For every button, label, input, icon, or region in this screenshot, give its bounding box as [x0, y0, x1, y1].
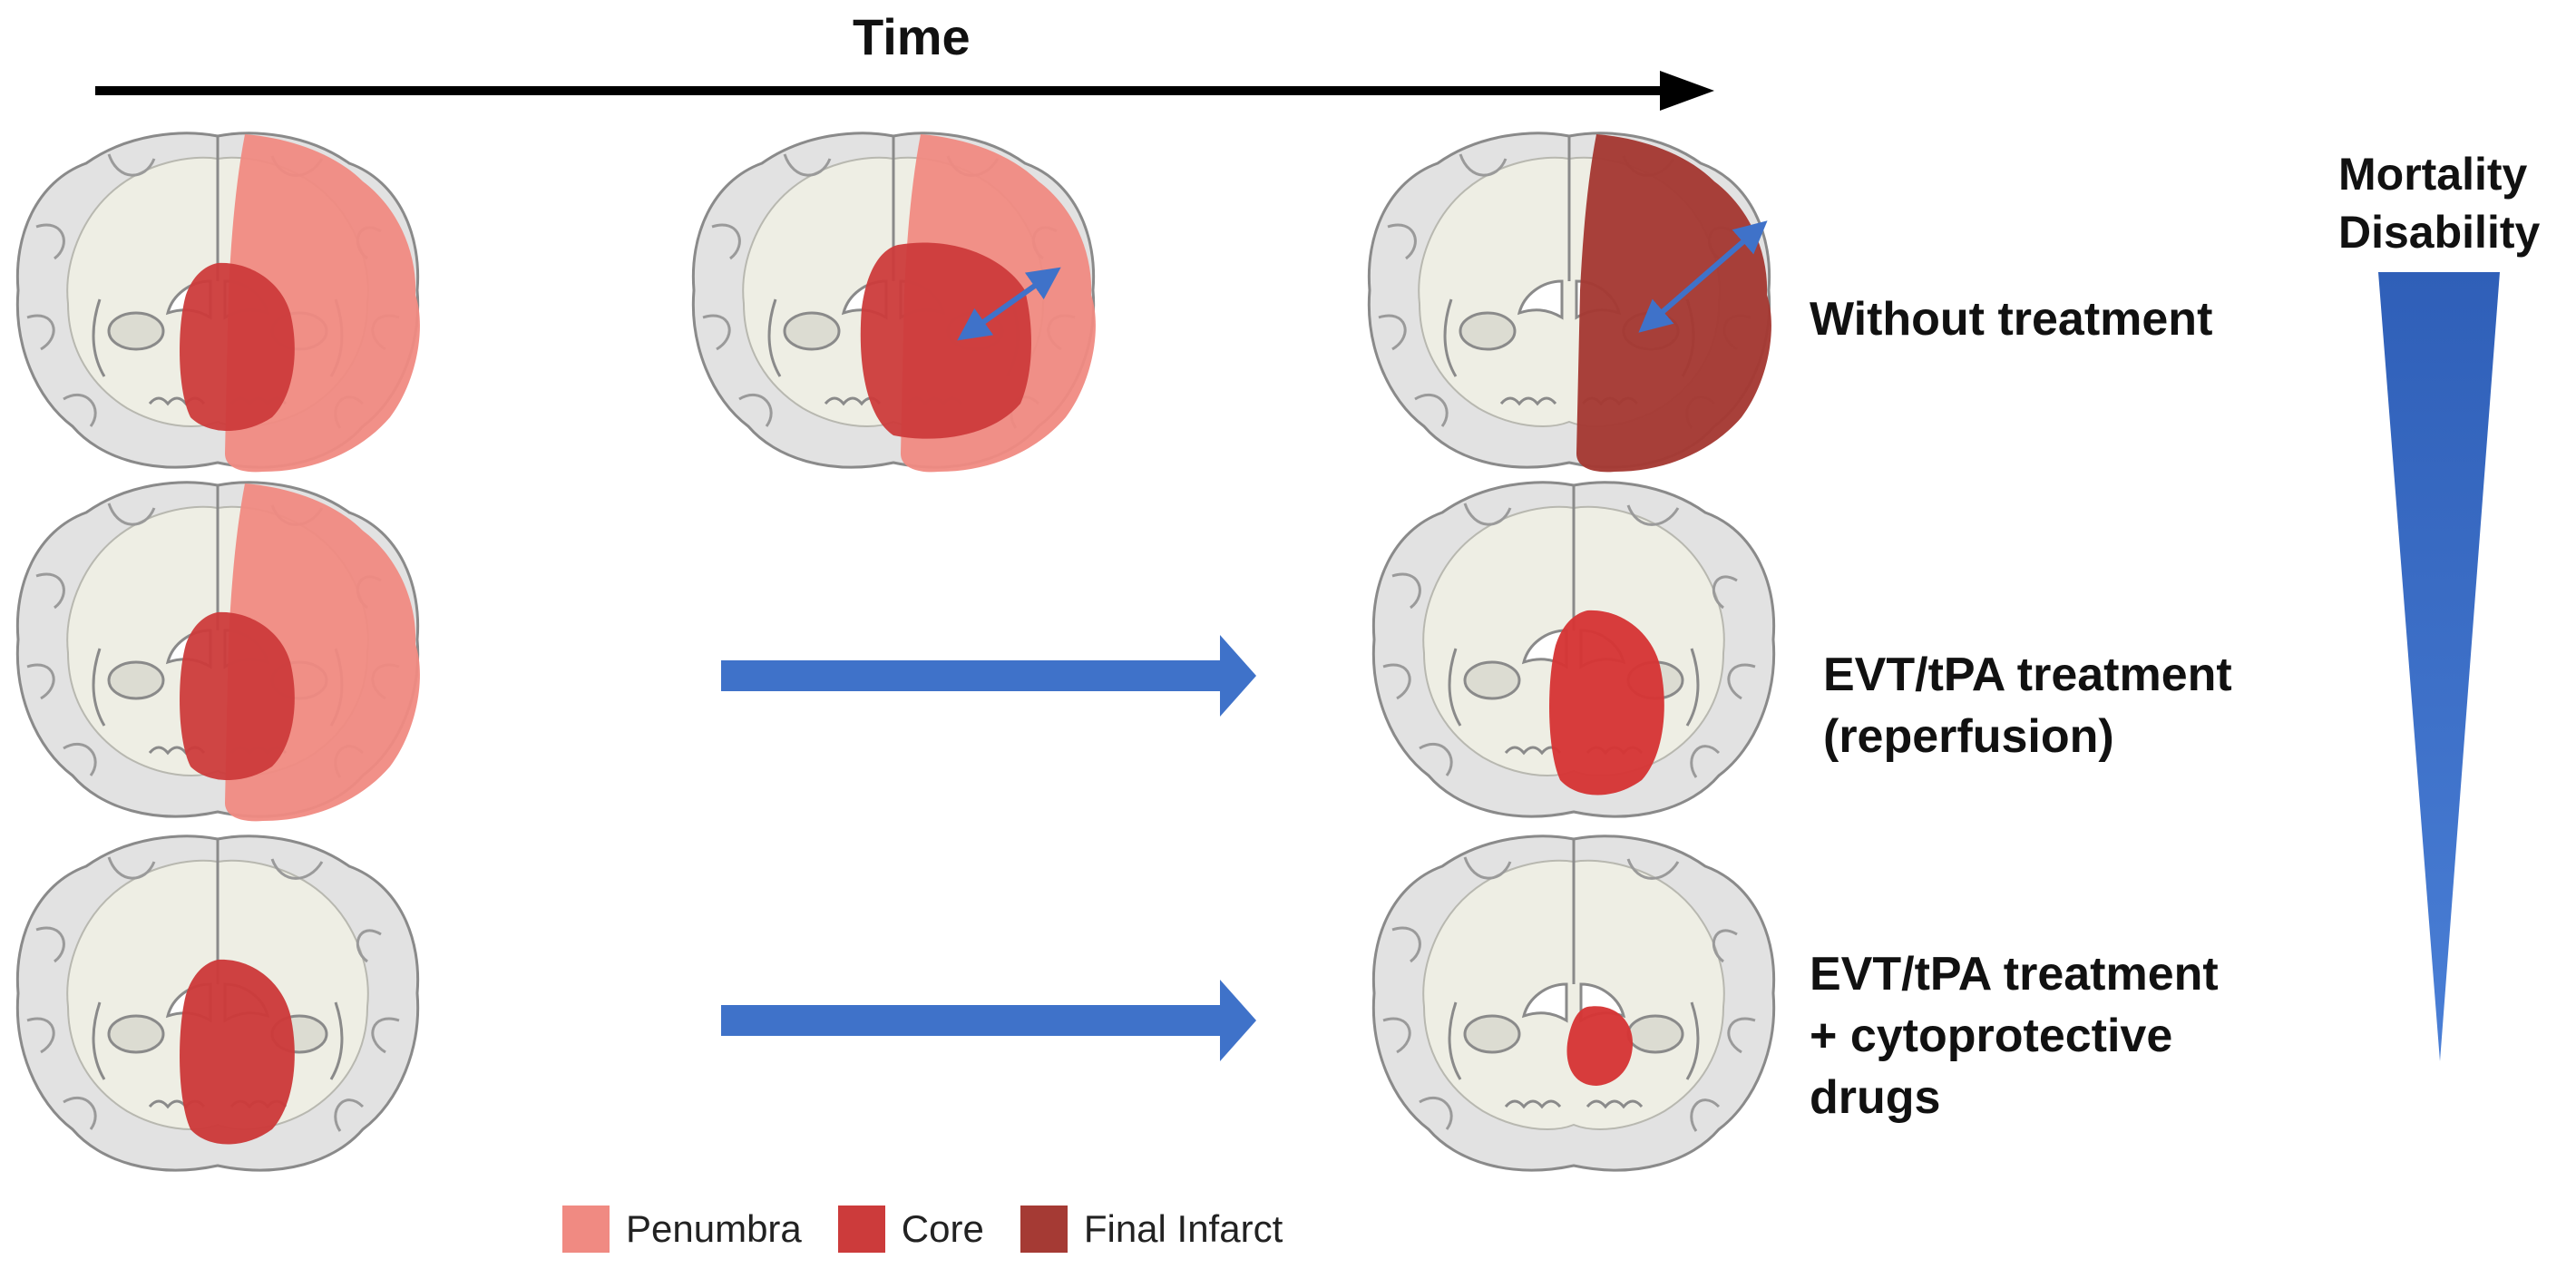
- brain-row2-initial: [15, 481, 420, 822]
- time-label: Time: [853, 8, 971, 65]
- legend-item-core: Core: [837, 1206, 984, 1253]
- expansion-arrow-mid: [957, 267, 1061, 341]
- brain-row2-final: [1371, 481, 1776, 818]
- legend-item-penumbra: Penumbra: [562, 1206, 802, 1253]
- expansion-arrow-final: [1638, 220, 1768, 333]
- row2-label: EVT/tPA treatment (reperfusion): [1823, 644, 2232, 767]
- outcome-label: Mortality Disability: [2338, 145, 2540, 261]
- treatment-arrow-row2: [721, 635, 1256, 717]
- brain-row3-initial: [15, 835, 420, 1172]
- time-arrow-head: [1660, 71, 1714, 111]
- brain-row1-initial: [15, 132, 420, 473]
- row3-label-line3: drugs: [1810, 1071, 1941, 1124]
- legend: Penumbra Core Final Infarct: [562, 1197, 1319, 1261]
- row3-label: EVT/tPA treatment + cytoprotective drugs: [1810, 943, 2219, 1128]
- row2-label-line2: (reperfusion): [1823, 710, 2114, 763]
- row1-label: Without treatment: [1810, 288, 2212, 350]
- disability-text: Disability: [2338, 207, 2541, 258]
- legend-label-final-infarct: Final Infarct: [1083, 1207, 1283, 1250]
- final-infarct-swatch: [1020, 1206, 1068, 1253]
- brain-row3-final: [1371, 835, 1776, 1172]
- row3-label-line2: + cytoprotective: [1810, 1010, 2173, 1062]
- brain-row1-mid: [691, 132, 1096, 473]
- row1-label-line1: Without treatment: [1810, 293, 2213, 346]
- outcome-wedge: [2378, 272, 2500, 1061]
- mortality-text: Mortality: [2338, 149, 2528, 200]
- legend-label-core: Core: [901, 1207, 984, 1250]
- row2-label-line1: EVT/tPA treatment: [1823, 649, 2232, 701]
- treatment-arrow-row3: [721, 980, 1256, 1061]
- legend-label-penumbra: Penumbra: [626, 1207, 802, 1250]
- core-swatch: [837, 1206, 885, 1253]
- row3-label-line1: EVT/tPA treatment: [1810, 948, 2219, 1001]
- brain-row1-final: [1367, 132, 1771, 473]
- penumbra-swatch: [562, 1206, 610, 1253]
- legend-item-final-infarct: Final Infarct: [1020, 1206, 1283, 1253]
